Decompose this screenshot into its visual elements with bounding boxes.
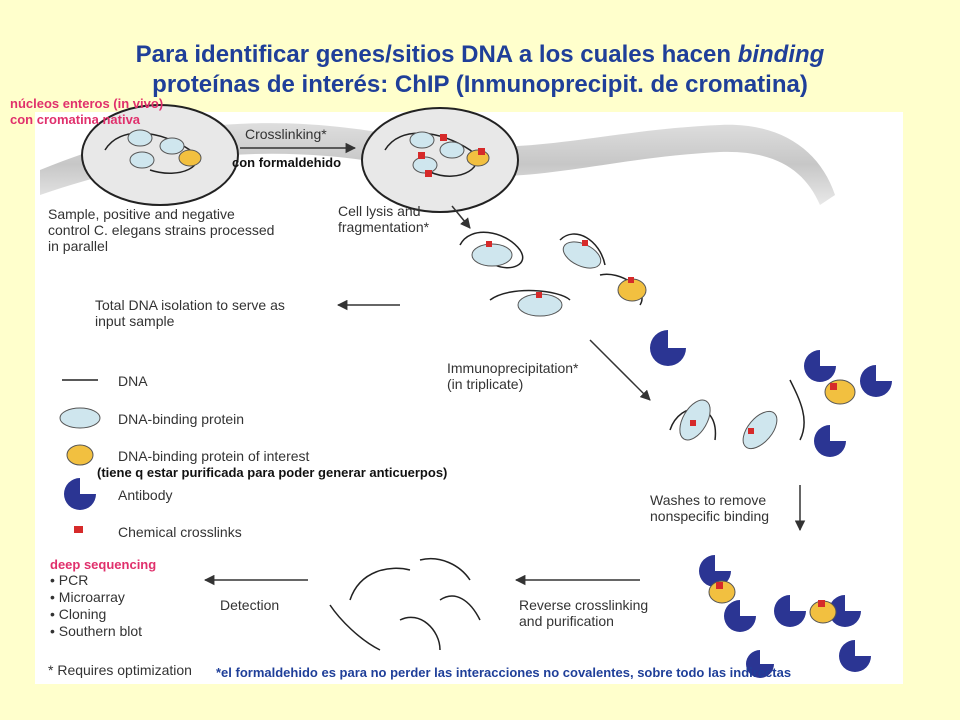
legend-target-symbol [66,444,94,466]
step-lysis: Cell lysis and fragmentation* [338,203,430,235]
step-crosslinking: Crosslinking* [245,126,327,142]
ip-complexes [669,350,892,457]
chromatin-fragments [459,231,647,317]
legend-crosslink-label: Chemical crosslinks [118,524,242,540]
legend-antibody-symbol [64,478,96,510]
purified-dna-fragments [329,558,481,651]
title-line1-text: Para identificar genes/sitios DNA a los … [135,41,738,68]
title-line2: proteínas de interés: ChIP (Inmunoprecip… [152,71,808,98]
step-total-dna: Total DNA isolation to serve as input sa… [95,297,285,329]
deep-sequencing-annotation: deep sequencing [50,557,157,572]
step-sample: Sample, positive and negative control C.… [48,206,275,254]
requires-optimization-note: * Requires optimization [48,662,192,678]
slide-title: Para identificar genes/sitios DNA a los … [0,40,960,100]
antibody-ip [650,330,686,366]
legend-dna-label: DNA [118,373,148,389]
detection-method: • Southern blot [50,623,143,639]
nucleus-after-crosslinking [361,107,519,213]
step-reverse: Reverse crosslinking and purification [519,597,649,629]
ip-arrow [589,339,651,401]
detection-method: • Cloning [50,606,107,622]
legend-crosslink-symbol [74,526,83,533]
detection-method: • PCR [50,572,89,588]
step-washes: Washes to remove nonspecific binding [650,492,770,524]
formaldehyde-annotation: con formaldehido [232,155,342,170]
nucleus-before-crosslinking [81,104,239,206]
nuclei-annotation: núcleos enteros (in vivo) con cromatina … [10,96,164,127]
legend-antibody-label: Antibody [118,487,173,503]
step-ip: Immunoprecipitation* (in triplicate) [447,360,579,392]
footnote-annotation: *el formaldehido es para no perder las i… [216,665,792,680]
lysis-arrow [451,205,471,229]
title-line1-emphasis: binding [737,41,825,68]
legend-target-label: DNA-binding protein of interest [118,448,310,464]
step-detection: Detection [220,597,280,613]
purified-annotation: (tiene q estar purificada para poder gen… [97,465,448,480]
legend-protein-label: DNA-binding protein [118,411,245,427]
washed-complexes [699,555,871,678]
legend-protein-symbol [59,407,101,429]
detection-method: • Microarray [50,589,125,605]
